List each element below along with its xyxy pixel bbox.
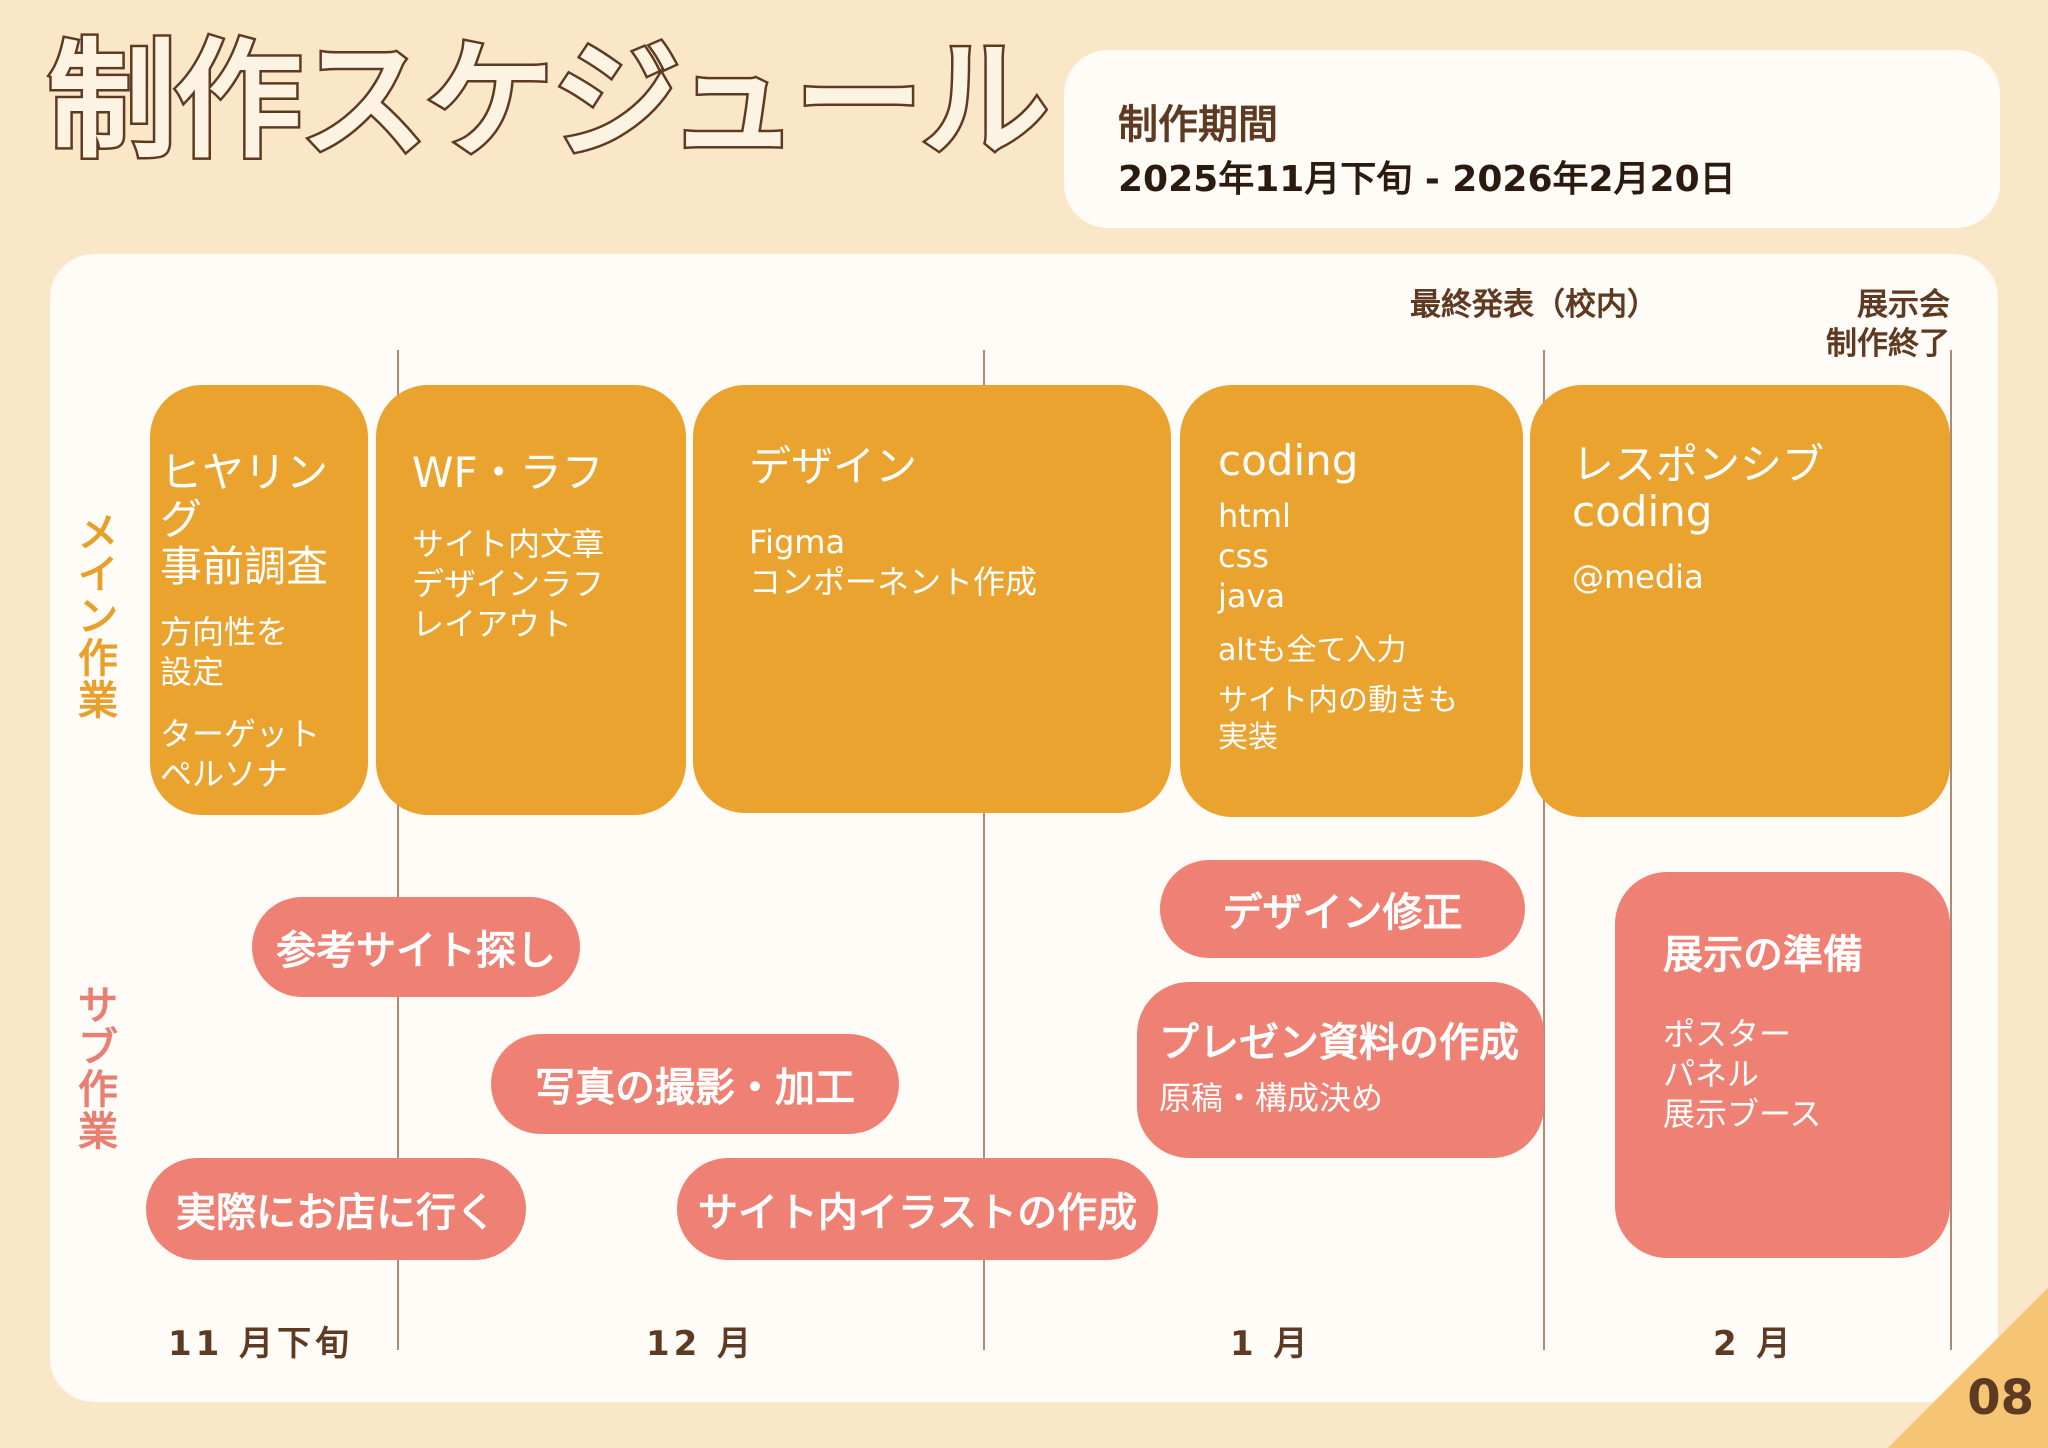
main-task-coding: coding html css java altも全て入力 サイト内の動きも 実… bbox=[1180, 385, 1523, 817]
divider-line bbox=[397, 350, 399, 1350]
page-title: 制作スケジュール bbox=[45, 27, 1051, 176]
main-task-heading: coding bbox=[1218, 436, 1359, 485]
main-task-hearing: ヒヤリング 事前調査 方向性を 設定 ターゲット ペルソナ bbox=[150, 385, 368, 815]
main-task-note: ターゲット ペルソナ bbox=[160, 715, 321, 794]
main-task-wireframe: WF・ラフ サイト内文章 デザインラフ レイアウト bbox=[376, 385, 686, 815]
main-task-note: サイト内文章 デザインラフ レイアウト bbox=[412, 525, 605, 644]
month-label: 2 月 bbox=[1713, 1324, 1795, 1364]
divider-line bbox=[1543, 350, 1545, 1350]
divider-line bbox=[983, 350, 985, 1350]
main-task-note: altも全て入力 bbox=[1218, 633, 1407, 669]
month-label: 1 月 bbox=[1230, 1324, 1312, 1364]
sub-task-store-visit: 実際にお店に行く bbox=[146, 1158, 526, 1260]
main-task-note: html css java bbox=[1218, 497, 1291, 616]
main-task-heading: ヒヤリング 事前調査 bbox=[160, 448, 329, 592]
period-value: 2025年11月下旬 - 2026年2月20日 bbox=[1118, 159, 1736, 200]
month-label: 12 月 bbox=[646, 1324, 756, 1364]
period-card bbox=[1064, 50, 2000, 228]
main-task-design: デザイン Figma コンポーネント作成 bbox=[693, 385, 1171, 813]
sub-task-label: プレゼン資料の作成 bbox=[1159, 1020, 1519, 1066]
sub-task-note: 原稿・構成決め bbox=[1159, 1079, 1384, 1117]
main-task-note: @media bbox=[1572, 558, 1704, 597]
main-task-note: Figma コンポーネント作成 bbox=[749, 523, 1038, 602]
sub-task-presentation: プレゼン資料の作成 原稿・構成決め bbox=[1137, 982, 1544, 1158]
main-task-responsive: レスポンシブ coding @media bbox=[1530, 385, 1950, 817]
sub-task-note: ポスター パネル 展示ブース bbox=[1663, 1015, 1822, 1133]
page-corner-decoration bbox=[1888, 1288, 2048, 1448]
page-number: 08 bbox=[1967, 1370, 2034, 1426]
main-task-note: サイト内の動きも 実装 bbox=[1218, 682, 1458, 756]
sub-task-photography: 写真の撮影・加工 bbox=[491, 1034, 899, 1134]
section-label-sub: サブ作業 bbox=[78, 983, 118, 1155]
section-label-main: メイン作業 bbox=[78, 510, 118, 724]
sub-task-reference-sites: 参考サイト探し bbox=[252, 897, 580, 997]
milestone-exhibition: 展示会 制作終了 bbox=[1826, 287, 1950, 362]
sub-task-label: 展示の準備 bbox=[1663, 932, 1863, 978]
sub-task-design-revision: デザイン修正 bbox=[1160, 860, 1525, 958]
month-label: 11 月下旬 bbox=[168, 1324, 354, 1364]
main-task-heading: デザイン bbox=[749, 442, 918, 491]
milestone-final-presentation: 最終発表（校内） bbox=[1410, 287, 1658, 323]
main-task-heading: レスポンシブ coding bbox=[1572, 440, 1825, 537]
divider-line bbox=[1950, 350, 1952, 1350]
period-label: 制作期間 bbox=[1118, 102, 1278, 148]
main-task-note: 方向性を 設定 bbox=[160, 613, 289, 692]
main-task-heading: WF・ラフ bbox=[412, 448, 604, 497]
sub-task-illustration: サイト内イラストの作成 bbox=[677, 1158, 1158, 1260]
sub-task-exhibition-prep: 展示の準備 ポスター パネル 展示ブース bbox=[1615, 872, 1950, 1258]
